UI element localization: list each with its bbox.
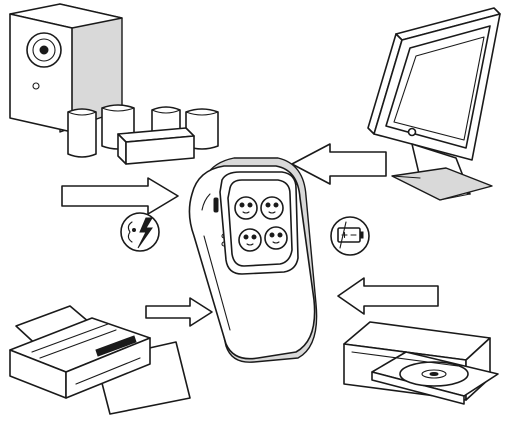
center-speaker (118, 128, 194, 164)
lightning-surge-icon (121, 213, 159, 251)
arrow-monitor-to-protector (292, 144, 386, 184)
battery-power-icon (331, 217, 369, 255)
arrow-drive-to-protector (338, 278, 438, 314)
arrow-printer-to-protector (146, 298, 212, 326)
power-outlet (235, 197, 257, 219)
power-button-icon (409, 129, 416, 136)
computer-monitor (368, 8, 500, 200)
satellite-speaker (68, 109, 96, 157)
power-outlet (265, 227, 287, 249)
power-outlet (261, 197, 283, 219)
disc-drive (344, 322, 498, 404)
printer (10, 306, 190, 414)
arrow-speaker-to-protector (62, 178, 178, 214)
speaker-system (10, 4, 218, 164)
surge-protector (189, 158, 316, 362)
side-button (214, 198, 218, 212)
power-outlet (239, 229, 261, 251)
